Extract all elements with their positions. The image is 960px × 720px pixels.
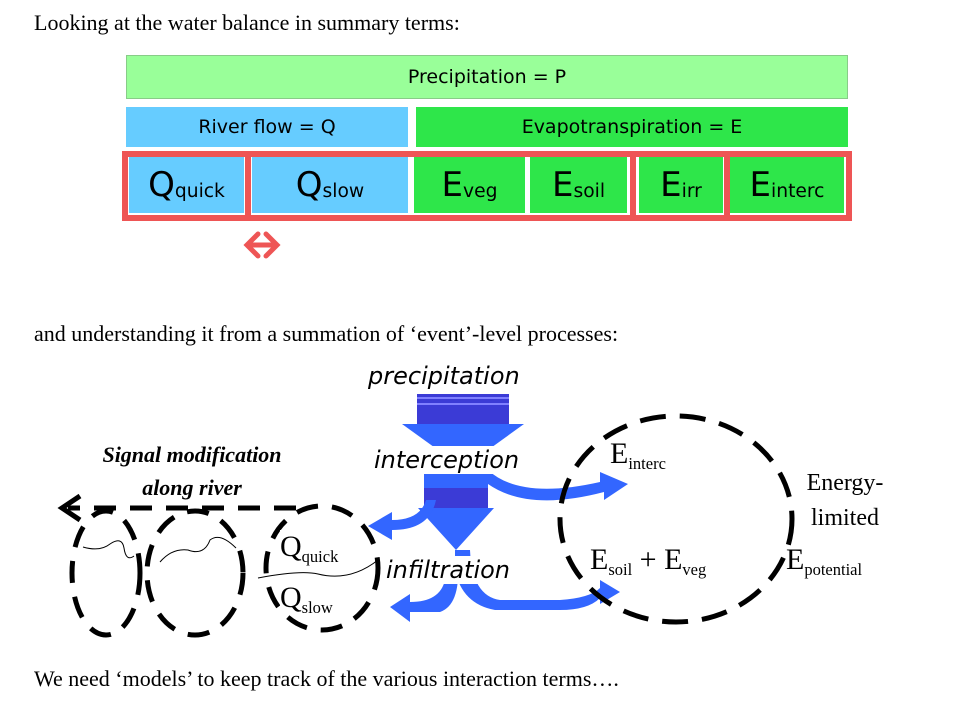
interception-to-evap-arrow <box>488 470 628 501</box>
infiltration-arrow <box>390 550 620 622</box>
river-reach-circle <box>263 503 381 633</box>
energy-label-line: Energy- <box>806 470 884 496</box>
signal-modification-label: Signal modification along river <box>62 438 322 504</box>
q-quick-label: Qquick <box>280 530 339 566</box>
e-symbol: E <box>610 437 629 470</box>
cell-symbol: E <box>551 165 574 205</box>
cell-symbol: E <box>660 165 682 205</box>
energy-limited-label: Energy- limited <box>790 466 900 536</box>
q-slow-label: Qslow <box>280 581 333 617</box>
e-interc-label: Einterc <box>610 437 666 473</box>
precipitation-bar-label: Precipitation = P <box>407 66 567 88</box>
e-plus-symbol: + E <box>632 543 683 576</box>
cell-subscript: irr <box>681 181 702 203</box>
e-symbol: E <box>590 543 609 576</box>
event-text: and understanding it from a summation of… <box>34 321 619 346</box>
double-arrow-icon <box>243 231 281 259</box>
cell-subscript: quick <box>174 181 225 203</box>
signal-direction-arrow <box>57 493 296 523</box>
signal-label-line: along river <box>142 475 242 500</box>
cell-symbol: E <box>441 165 464 205</box>
precipitation-bar: Precipitation = P <box>126 55 848 99</box>
evapotranspiration-bar: Evapotranspiration = E <box>416 107 848 147</box>
river-reach-circle <box>144 508 246 638</box>
intro-text: Looking at the water balance in summary … <box>34 10 460 35</box>
energy-label-line: limited <box>811 505 879 531</box>
e-symbol: E <box>786 543 805 576</box>
cell-symbol: E <box>749 165 772 205</box>
runoff-to-q-arrow <box>368 500 436 540</box>
e-soil-veg-label: Esoil + Eveg <box>590 543 707 579</box>
precipitation-label: precipitation <box>368 362 520 390</box>
signal-squiggle <box>257 559 379 579</box>
e-potential-label: Epotential <box>786 543 863 579</box>
components-outline <box>122 151 852 221</box>
river-flow-bar-label: River flow = Q <box>198 116 336 138</box>
infiltration-label: infiltration <box>384 556 513 584</box>
q-symbol: Q <box>280 581 302 614</box>
e-subscript: interc <box>628 453 666 473</box>
cell-symbol: Q <box>295 165 323 205</box>
river-flow-bar: River flow = Q <box>126 107 408 147</box>
e-subscript: soil <box>608 559 633 579</box>
signal-squiggle <box>82 540 135 559</box>
e-subscript: veg <box>682 559 707 579</box>
cell-subscript: slow <box>322 181 365 203</box>
q-symbol: Q <box>280 530 302 563</box>
interception-label: interception <box>372 446 522 474</box>
cell-subscript: veg <box>463 181 498 203</box>
energy-limited-circle <box>557 413 795 625</box>
signal-squiggle <box>159 536 237 563</box>
cell-symbol: Q <box>148 165 175 205</box>
river-reach-circle <box>69 508 143 638</box>
evapotranspiration-bar-label: Evapotranspiration = E <box>521 116 743 138</box>
signal-label-line: Signal modification <box>102 442 282 467</box>
e-subscript: potential <box>804 559 863 579</box>
q-subscript: quick <box>301 546 339 566</box>
cell-subscript: soil <box>573 181 606 203</box>
cell-subscript: interc <box>771 181 825 203</box>
footer-text: We need ‘models’ to keep track of the va… <box>34 666 619 691</box>
q-subscript: slow <box>301 597 333 617</box>
